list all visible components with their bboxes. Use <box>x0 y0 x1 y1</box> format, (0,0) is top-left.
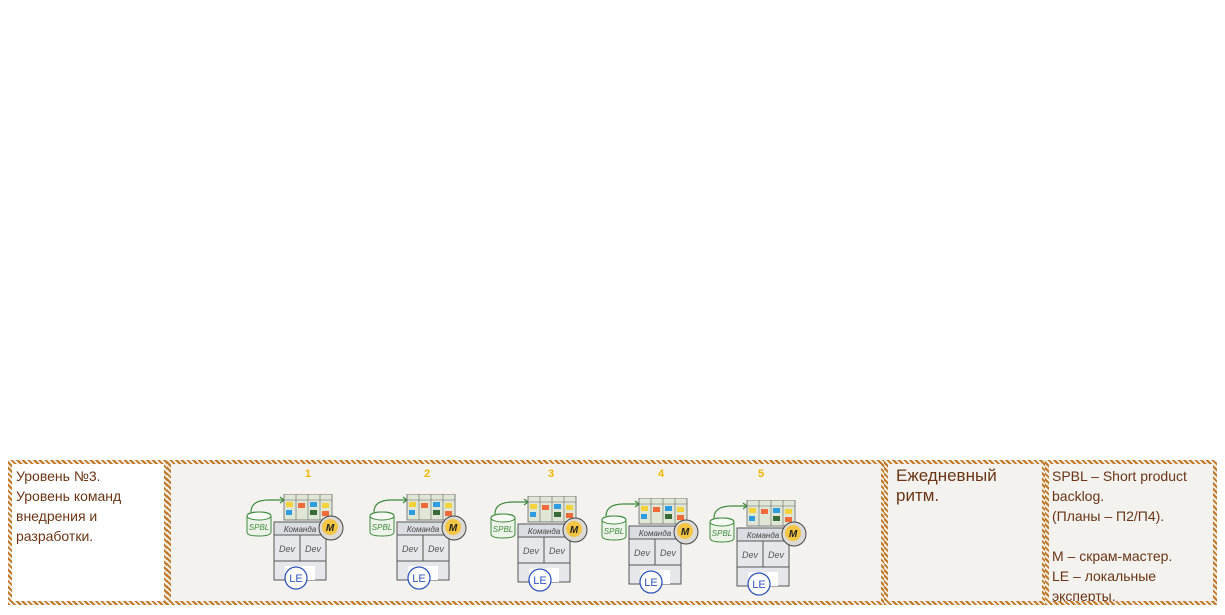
team-label: Команда <box>407 525 440 534</box>
legend-line-3: (Планы – П2/П4). <box>1052 508 1165 524</box>
backlog-label: SPBL <box>372 523 392 532</box>
experts-label: LE <box>289 573 302 585</box>
backlog-label: SPBL <box>712 529 732 538</box>
legend-line-6: эксперты. <box>1052 588 1116 604</box>
backlog-arrow <box>494 501 527 515</box>
dev-label: Dev <box>305 544 322 554</box>
dev-label: Dev <box>660 548 677 558</box>
backlog-label: SPBL <box>249 523 269 532</box>
level-line-4: разработки. <box>16 528 94 544</box>
task-board <box>638 497 688 525</box>
team-label: Команда <box>284 525 317 534</box>
backlog-arrow <box>373 499 406 513</box>
local-experts-icon: LE <box>747 572 771 596</box>
team-label: Команда <box>747 531 780 540</box>
experts-label: LE <box>644 577 657 589</box>
local-experts-icon: LE <box>407 566 431 590</box>
task-board <box>283 493 333 521</box>
scrum-master-icon: M <box>562 517 588 543</box>
master-label: M <box>326 523 335 534</box>
team-number: 1 <box>305 468 312 480</box>
local-experts-icon: LE <box>284 566 308 590</box>
legend-line-5: LE – локальные <box>1052 568 1157 584</box>
scrum-master-icon: M <box>673 519 699 545</box>
scrum-team: SPBL Команда Dev Dev M LE <box>243 493 355 590</box>
local-experts-icon: LE <box>528 568 552 592</box>
backlog-arrow <box>250 499 283 513</box>
local-experts-icon: LE <box>639 570 663 594</box>
backlog-arrow <box>713 505 746 519</box>
master-label: M <box>681 527 690 538</box>
team-label: Команда <box>528 527 561 536</box>
backlog-label: SPBL <box>493 525 513 534</box>
backlog-arrow <box>605 503 638 517</box>
master-label: M <box>789 529 798 540</box>
legend-spacer <box>1052 526 1213 546</box>
backlog-icon: SPBL <box>369 511 395 537</box>
scrum-team: SPBL Команда Dev Dev M LE <box>598 497 710 594</box>
scrum-master-icon: M <box>781 521 807 547</box>
legend-line-4: M – скрам-мастер. <box>1052 548 1173 564</box>
scrum-team: SPBL Команда Dev Dev M LE <box>706 499 818 596</box>
level-line-1: Уровень №3. <box>16 468 101 484</box>
teams-diagram-cell: 1 SPBL Команда Dev Dev M LE <box>167 460 885 605</box>
experts-label: LE <box>533 575 546 587</box>
dev-label: Dev <box>549 546 566 556</box>
dev-label: Dev <box>428 544 445 554</box>
rhythm-cell: Ежедневный ритм. <box>884 460 1046 605</box>
dev-label: Dev <box>634 548 651 558</box>
legend-line-2: backlog. <box>1052 488 1105 504</box>
legend: SPBL – Short product backlog. (Планы – П… <box>1049 464 1213 604</box>
team-building: Команда Dev Dev <box>628 525 682 585</box>
master-label: M <box>570 525 579 536</box>
scrum-master-icon: M <box>318 515 344 541</box>
team-number: 3 <box>548 468 555 480</box>
scrum-team: SPBL Команда Dev Dev M LE <box>487 495 599 592</box>
dev-label: Dev <box>279 544 296 554</box>
team-number: 2 <box>424 468 431 480</box>
team-number: 4 <box>658 468 665 480</box>
scrum-team: SPBL Команда Dev Dev M LE <box>366 493 478 590</box>
level-description: Уровень №3. Уровень команд внедрения и р… <box>12 464 164 546</box>
team-label: Команда <box>639 529 672 538</box>
rhythm-label: Ежедневный ритм. <box>896 466 997 505</box>
dev-label: Dev <box>742 550 759 560</box>
dev-label: Dev <box>402 544 419 554</box>
backlog-icon: SPBL <box>490 513 516 539</box>
level-cell: Уровень №3. Уровень команд внедрения и р… <box>8 460 168 605</box>
level-line-3: внедрения и <box>16 508 98 524</box>
legend-line-1: SPBL – Short product <box>1052 468 1187 484</box>
legend-cell: SPBL – Short product backlog. (Планы – П… <box>1045 460 1217 605</box>
task-board <box>746 499 796 527</box>
team-number: 5 <box>758 468 765 480</box>
task-board <box>406 493 456 521</box>
backlog-icon: SPBL <box>601 515 627 541</box>
dev-label: Dev <box>768 550 785 560</box>
experts-label: LE <box>752 579 765 591</box>
experts-label: LE <box>412 573 425 585</box>
dev-label: Dev <box>523 546 540 556</box>
task-board <box>527 495 577 523</box>
scrum-master-icon: M <box>441 515 467 541</box>
level-line-2: Уровень команд <box>16 488 122 504</box>
backlog-icon: SPBL <box>709 517 735 543</box>
backlog-label: SPBL <box>604 527 624 536</box>
master-label: M <box>449 523 458 534</box>
backlog-icon: SPBL <box>246 511 272 537</box>
